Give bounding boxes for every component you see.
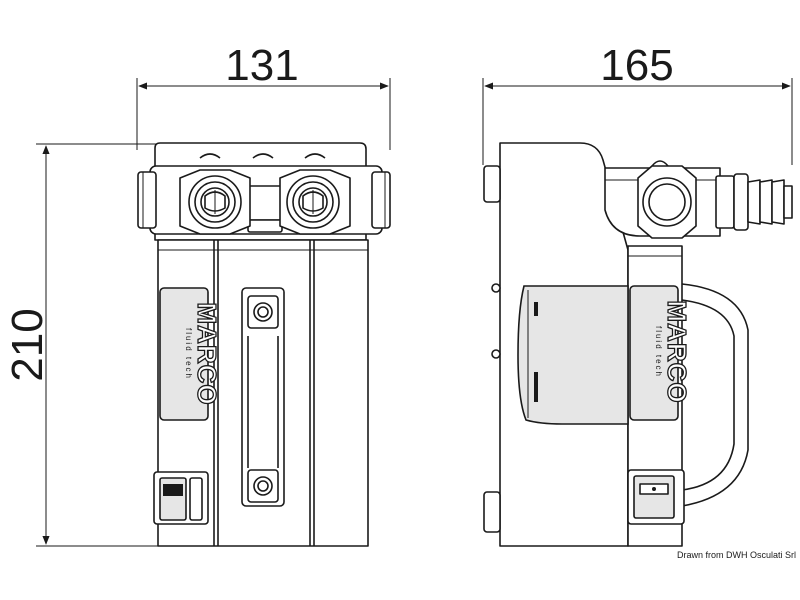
side-handle-loop [681,283,749,507]
dimension-label-131: 131 [225,41,298,90]
dimension-label-210: 210 [3,308,52,381]
drawing-credit: Drawn from DWH Osculati Srl [677,550,796,560]
dimension-210: 210 [3,143,158,547]
front-brand-logo: MARCO fluid tech [184,302,223,407]
front-port-cap-left [137,171,157,229]
side-view: MARCO fluid tech [483,142,793,547]
front-handle [241,287,285,507]
front-port-left [179,169,251,235]
side-port [637,165,697,239]
side-brand-logo: MARCO fluid tech [654,300,693,405]
dimension-label-165: 165 [600,41,673,90]
side-cover [517,285,629,425]
side-power-switch [627,469,685,525]
side-hose-barb [715,173,793,231]
svg-text:fluid tech: fluid tech [654,326,663,378]
svg-text:fluid tech: fluid tech [184,328,193,380]
dimension-131: 131 [136,41,391,150]
front-port-right [279,169,351,235]
svg-text:MARCO: MARCO [192,302,222,405]
front-power-switch [153,471,209,525]
front-brand-panel [159,287,209,421]
front-view: MARCO fluid tech [137,142,391,547]
front-port-cap-right [371,171,391,229]
side-brand-panel [629,285,679,421]
svg-text:MARCO: MARCO [662,300,692,403]
dimension-165: 165 [482,41,793,165]
